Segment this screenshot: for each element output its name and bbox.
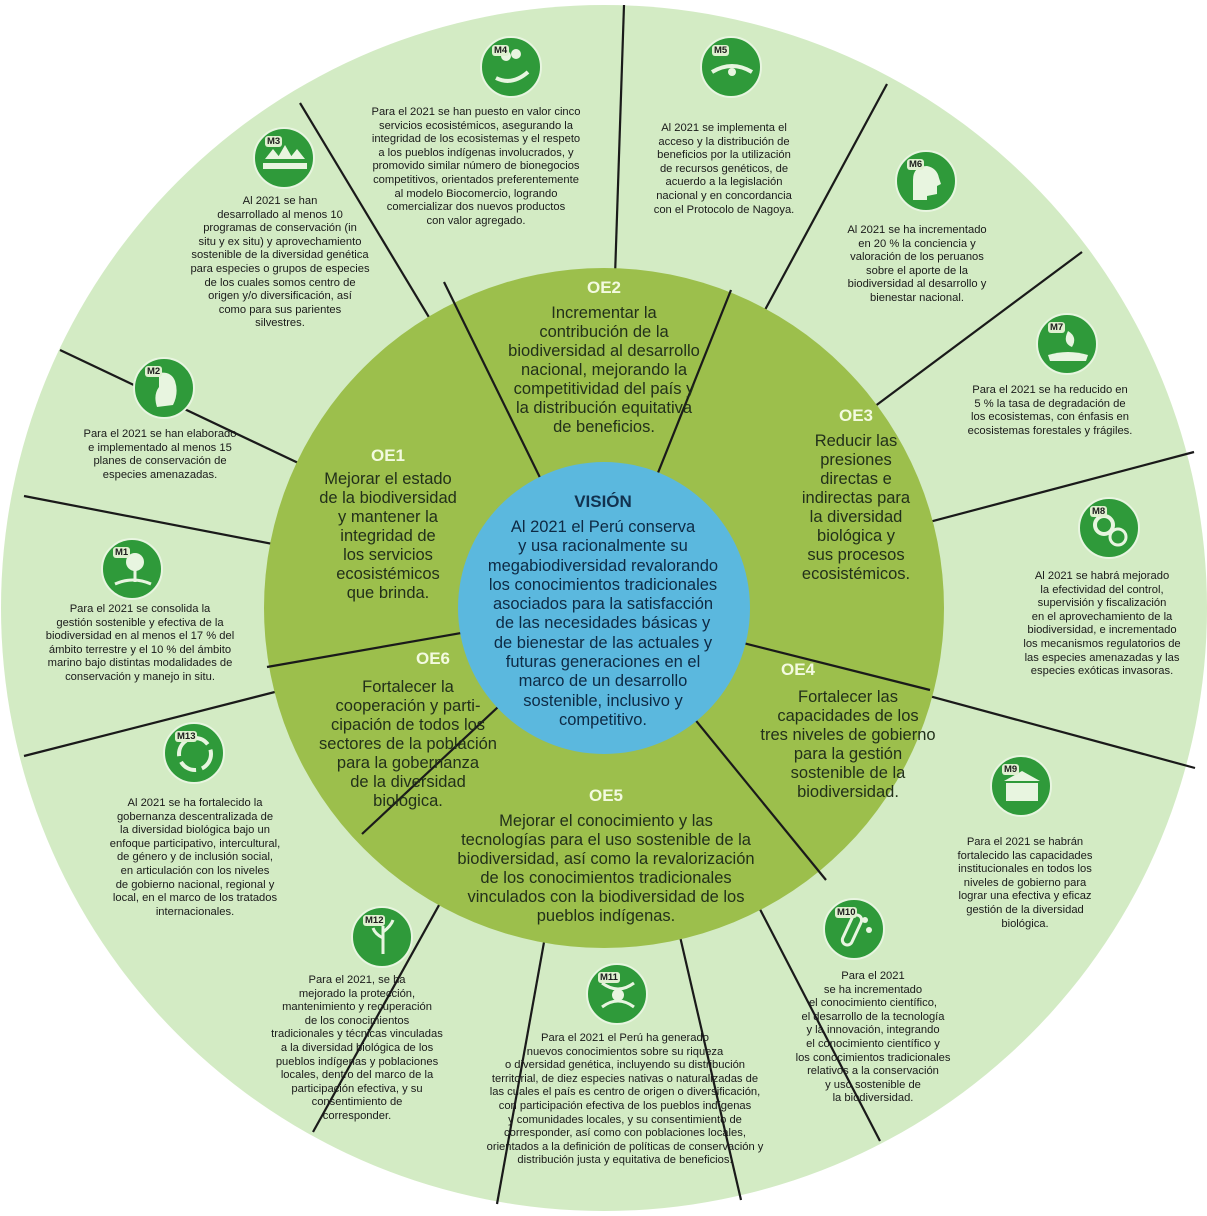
m6-code: M6 (907, 159, 925, 170)
m8-badge: M8 (1078, 497, 1140, 559)
hand-leaf-icon (1048, 331, 1088, 361)
m8-text: Al 2021 se habrá mejorado la efectividad… (1023, 570, 1181, 678)
m5-code: M5 (712, 45, 730, 56)
oe1-title: OE1 (370, 446, 406, 465)
m2-code: M2 (145, 366, 163, 377)
oe1-text: Mejorar el estado de la biodiversidad y … (319, 470, 457, 602)
m9-badge: M9 (990, 755, 1052, 817)
m9-text: Para el 2021 se habrán fortalecido las c… (957, 836, 1093, 930)
oe6-text: Fortalecer la cooperación y parti- cipac… (319, 678, 497, 810)
m12-badge: M12 (351, 906, 413, 968)
vision-circle (458, 462, 750, 754)
m1-code: M1 (113, 547, 131, 558)
oe2-title: OE2 (586, 278, 622, 297)
m7-code: M7 (1048, 322, 1066, 333)
m11-badge: M11 (586, 963, 648, 1025)
m6-text: Al 2021 se ha incrementado en 20 % la co… (847, 224, 987, 304)
m3-text: Al 2021 se han desarrollado al menos 10 … (190, 195, 370, 330)
plant-hand-icon (495, 49, 530, 83)
m11-text: Para el 2021 el Perú ha generado nuevos … (486, 1032, 764, 1167)
oe3-title: OE3 (838, 406, 874, 425)
m8-code: M8 (1090, 506, 1108, 517)
m1-badge: M1 (101, 538, 163, 600)
m3-code: M3 (265, 136, 283, 147)
m5-badge: M5 (700, 36, 762, 98)
forest-people-icon (263, 145, 307, 169)
m1-text: Para el 2021 se consolida la gestión sos… (45, 603, 235, 683)
m7-badge: M7 (1036, 313, 1098, 375)
oe6-title: OE6 (415, 649, 451, 668)
m12-text: Para el 2021, se ha mejorado la protecci… (271, 974, 443, 1122)
m2-badge: M2 (133, 357, 195, 419)
m4-badge: M4 (480, 36, 542, 98)
tree-hand-icon (114, 553, 152, 586)
government-building-icon (1004, 771, 1040, 801)
m10-text: Para el 2021 se ha incrementado el conoc… (795, 970, 951, 1105)
test-tube-icon (840, 913, 872, 947)
m6-badge: M6 (895, 150, 957, 212)
m10-code: M10 (835, 907, 858, 918)
vision-text: Al 2021 el Perú conserva y usa racionalm… (487, 518, 719, 729)
m4-code: M4 (492, 45, 510, 56)
m4-text: Para el 2021 se han puesto en valor cinc… (371, 106, 581, 227)
m7-text: Para el 2021 se ha reducido en 5 % la ta… (967, 384, 1133, 437)
m13-badge: M13 (163, 722, 225, 784)
condor-icon (155, 372, 177, 407)
oe4-text: Fortalecer las capacidades de los tres n… (760, 688, 936, 801)
oe5-text: Mejorar el conocimiento y las tecnología… (457, 812, 755, 925)
m13-text: Al 2021 se ha fortalecido la gobernanza … (109, 797, 281, 918)
m2-text: Para el 2021 se han elaborado e implemen… (83, 428, 237, 481)
m9-code: M9 (1002, 764, 1020, 775)
head-tree-icon (913, 166, 941, 200)
hands-seed-icon (710, 64, 754, 76)
m10-badge: M10 (823, 898, 885, 960)
m11-code: M11 (598, 972, 620, 983)
oe2-text: Incrementar la contribución de la biodiv… (508, 304, 700, 436)
m13-code: M13 (175, 731, 198, 742)
oe5-title: OE5 (588, 786, 624, 805)
hand-plant-icon (371, 919, 395, 954)
m3-badge: M3 (253, 127, 315, 189)
gears-check-icon (1093, 514, 1128, 547)
m12-code: M12 (363, 915, 386, 926)
dna-plant-icon (601, 981, 635, 1009)
vision-title: VISIÓN (574, 492, 632, 511)
oe3-text: Reducir las presiones directas e indirec… (801, 432, 911, 583)
m5-text: Al 2021 se implementa el acceso y la dis… (653, 122, 795, 216)
oe4-title: OE4 (780, 660, 816, 679)
